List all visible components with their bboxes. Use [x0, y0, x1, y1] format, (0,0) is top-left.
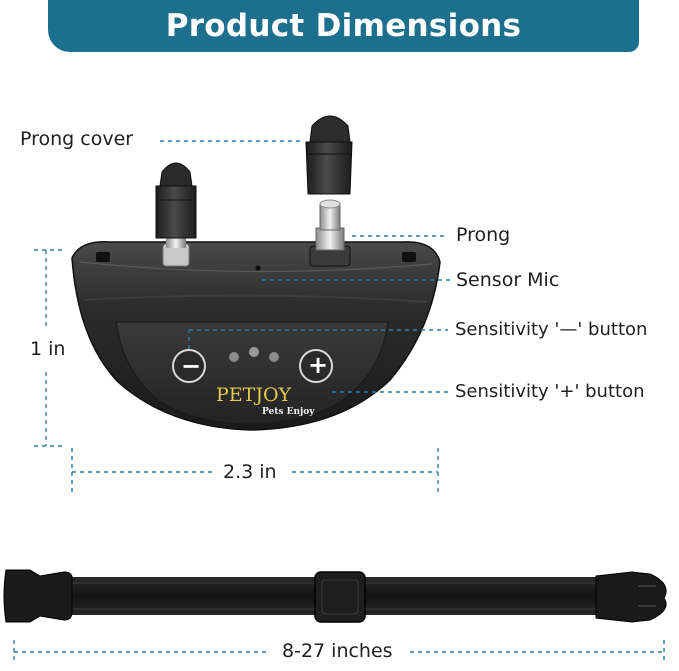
- right-prong: [309, 199, 351, 267]
- minus-symbol: −: [181, 352, 202, 380]
- title-banner: Product Dimensions: [48, 0, 639, 52]
- left-prong: [155, 162, 197, 267]
- label-width: 2.3 in: [223, 461, 277, 483]
- prong-cover-detached: [305, 115, 353, 195]
- collar-strap: [3, 569, 667, 623]
- brand-tagline: Pets Enjoy: [262, 407, 315, 417]
- label-prong: Prong: [456, 224, 511, 246]
- callout-lines: [160, 140, 450, 393]
- dimension-lines: [13, 249, 665, 664]
- sensitivity-plus-button: [299, 349, 333, 383]
- label-sensitivity-minus: Sensitivity '—' button: [455, 319, 648, 340]
- sensitivity-minus-button: [172, 349, 206, 383]
- brand-logo-text: PETJOY: [216, 384, 292, 406]
- indicator-lights: [229, 347, 279, 362]
- collar-receiver: [71, 241, 441, 431]
- sensor-mic-hole: [255, 265, 261, 271]
- label-sensitivity-plus: Sensitivity '+' button: [455, 381, 645, 402]
- label-strap-length: 8-27 inches: [282, 640, 393, 662]
- plus-symbol: +: [308, 351, 329, 379]
- label-prong-cover: Prong cover: [20, 128, 134, 150]
- page-title: Product Dimensions: [165, 8, 522, 44]
- label-height: 1 in: [30, 338, 66, 360]
- label-sensor-mic: Sensor Mic: [456, 269, 560, 291]
